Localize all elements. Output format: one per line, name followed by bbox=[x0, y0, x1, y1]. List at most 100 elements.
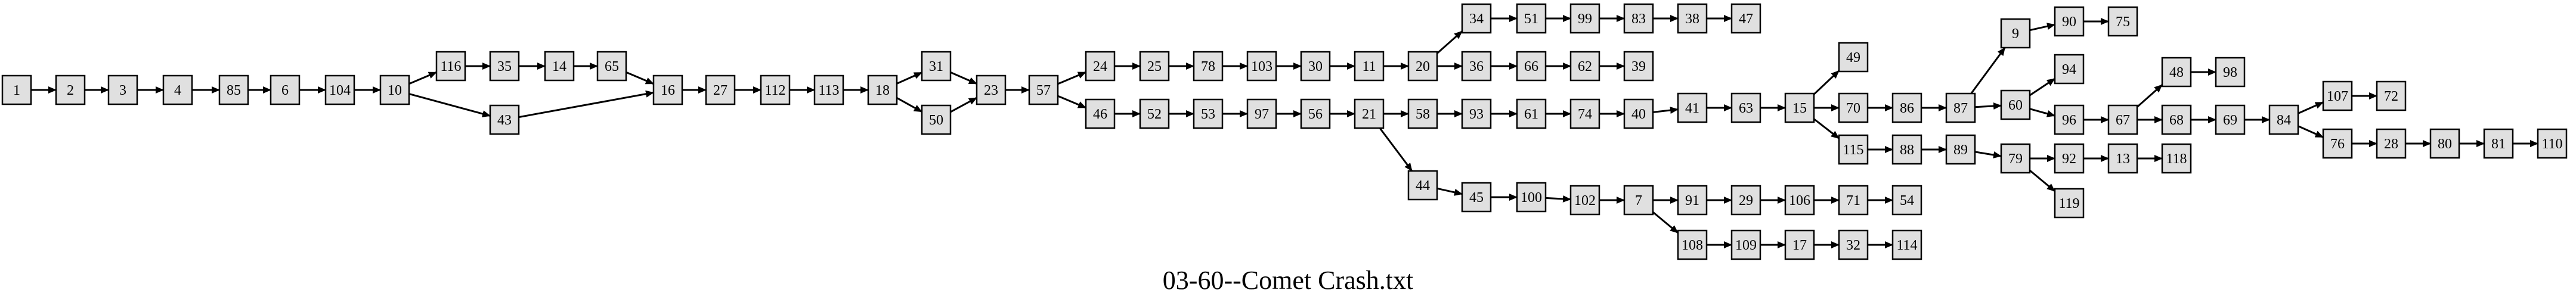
node-box bbox=[1891, 185, 1922, 216]
edge-line bbox=[1652, 211, 1679, 234]
edge-line bbox=[2298, 125, 2324, 138]
edge-7-108 bbox=[1652, 211, 1679, 234]
node-label: 87 bbox=[1953, 101, 1968, 116]
node-label: 88 bbox=[1900, 142, 1914, 158]
node-label: 32 bbox=[1846, 238, 1860, 253]
edge-60-96 bbox=[2029, 108, 2055, 117]
node-115: 115 bbox=[1838, 134, 1869, 165]
node-box bbox=[1677, 229, 1708, 260]
node-label: 46 bbox=[1093, 107, 1107, 122]
node-4: 4 bbox=[162, 74, 193, 105]
node-label: 36 bbox=[1469, 59, 1484, 74]
node-94: 94 bbox=[2054, 54, 2085, 85]
node-109: 109 bbox=[1730, 229, 1761, 260]
node-box bbox=[652, 74, 683, 105]
node-box bbox=[1623, 51, 1654, 82]
node-box bbox=[1407, 51, 1438, 82]
node-label: 74 bbox=[1578, 107, 1592, 122]
node-box bbox=[1, 74, 32, 105]
node-box bbox=[1784, 92, 1815, 123]
node-box bbox=[1193, 51, 1224, 82]
node-box bbox=[1730, 229, 1761, 260]
node-51: 51 bbox=[1516, 3, 1547, 34]
edge-line bbox=[2029, 77, 2055, 97]
node-box bbox=[1784, 185, 1815, 216]
edge-line bbox=[2029, 169, 2055, 192]
node-17: 17 bbox=[1784, 229, 1815, 260]
node-box bbox=[1891, 229, 1922, 260]
node-label: 44 bbox=[1416, 178, 1430, 194]
node-97: 97 bbox=[1246, 98, 1277, 129]
edge-line bbox=[1436, 30, 1463, 54]
node-box bbox=[1677, 3, 1708, 34]
node-box bbox=[1516, 182, 1547, 213]
node-label: 85 bbox=[227, 83, 241, 98]
node-box bbox=[596, 51, 627, 82]
edge-67-48 bbox=[2137, 84, 2163, 108]
node-box bbox=[867, 74, 898, 105]
node-90: 90 bbox=[2054, 6, 2085, 37]
node-label: 115 bbox=[1843, 142, 1863, 158]
edge-18-31 bbox=[896, 71, 922, 85]
node-label: 18 bbox=[875, 83, 890, 98]
node-70: 70 bbox=[1838, 92, 1869, 123]
node-label: 92 bbox=[2062, 151, 2076, 167]
node-label: 17 bbox=[1792, 238, 1807, 253]
node-110: 110 bbox=[2537, 128, 2568, 159]
node-27: 27 bbox=[705, 74, 736, 105]
node-label: 34 bbox=[1469, 11, 1484, 27]
edge-line bbox=[2029, 23, 2055, 32]
node-box bbox=[1569, 185, 1600, 216]
node-box bbox=[2215, 57, 2246, 88]
node-29: 29 bbox=[1730, 185, 1761, 216]
node-box bbox=[1838, 92, 1869, 123]
node-114: 114 bbox=[1891, 229, 1922, 260]
node-label: 108 bbox=[1682, 238, 1703, 253]
node-6: 6 bbox=[270, 74, 301, 105]
node-35: 35 bbox=[489, 51, 520, 82]
node-box bbox=[1354, 98, 1385, 129]
node-box bbox=[1945, 92, 1976, 123]
node-label: 14 bbox=[552, 59, 566, 74]
node-112: 112 bbox=[760, 74, 791, 105]
node-71: 71 bbox=[1838, 185, 1869, 216]
node-1: 1 bbox=[1, 74, 32, 105]
node-label: 75 bbox=[2116, 14, 2130, 30]
node-label: 65 bbox=[605, 59, 619, 74]
node-label: 61 bbox=[1524, 107, 1538, 122]
node-label: 63 bbox=[1739, 101, 1753, 116]
node-98: 98 bbox=[2215, 57, 2246, 88]
node-80: 80 bbox=[2429, 128, 2460, 159]
edge-line bbox=[1057, 71, 1086, 85]
node-box bbox=[2322, 80, 2353, 111]
node-21: 21 bbox=[1354, 98, 1385, 129]
node-label: 15 bbox=[1792, 101, 1807, 116]
node-67: 67 bbox=[2107, 104, 2138, 135]
node-box bbox=[921, 51, 952, 82]
node-113: 113 bbox=[813, 74, 844, 105]
node-23: 23 bbox=[976, 74, 1007, 105]
edge-line bbox=[1545, 195, 1571, 203]
edge-line bbox=[2298, 101, 2324, 114]
edge-87-60 bbox=[1974, 102, 2002, 110]
node-66: 66 bbox=[1516, 51, 1547, 82]
node-label: 114 bbox=[1896, 238, 1917, 253]
node-68: 68 bbox=[2161, 104, 2192, 135]
node-52: 52 bbox=[1139, 98, 1170, 129]
node-label: 41 bbox=[1685, 101, 1699, 116]
node-label: 99 bbox=[1578, 11, 1592, 27]
edge-79-119 bbox=[2029, 169, 2055, 192]
node-label: 25 bbox=[1147, 59, 1162, 74]
node-label: 53 bbox=[1201, 107, 1215, 122]
node-box bbox=[1516, 3, 1547, 34]
edge-31-23 bbox=[950, 71, 977, 85]
node-label: 72 bbox=[2384, 89, 2398, 104]
node-box bbox=[1193, 98, 1224, 129]
node-box bbox=[1891, 134, 1922, 165]
node-label: 119 bbox=[2058, 196, 2079, 211]
node-label: 109 bbox=[1735, 238, 1757, 253]
node-box bbox=[1246, 98, 1277, 129]
edge-50-23 bbox=[950, 97, 977, 113]
node-box bbox=[1838, 42, 1869, 73]
